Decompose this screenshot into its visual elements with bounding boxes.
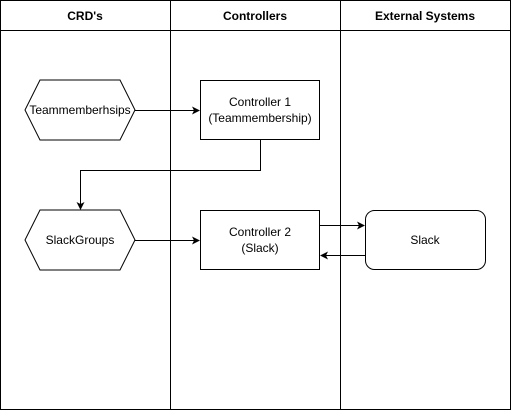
lane-external-systems: External Systems (340, 0, 511, 410)
lane-controllers: Controllers (170, 0, 341, 410)
arrow-controller-1-to-slackgroups (76, 140, 261, 210)
controller-2-title: Controller 2 (229, 225, 291, 239)
controller-2-node[interactable]: Controller 2 (Slack) (200, 210, 320, 270)
controller-2-subtitle: (Slack) (241, 241, 278, 255)
teammemberships-node[interactable]: Teammemberhsips (24, 79, 136, 141)
controller-1-subtitle: (Teammembership) (208, 111, 311, 125)
controller-1-title: Controller 1 (229, 95, 291, 109)
slack-label: Slack (410, 233, 440, 247)
lane-title-external-systems: External Systems (375, 9, 475, 23)
slackgroups-node[interactable]: SlackGroups (24, 209, 136, 271)
controller-1-node[interactable]: Controller 1 (Teammembership) (200, 80, 320, 140)
slackgroups-label: SlackGroups (46, 233, 115, 247)
slack-node[interactable]: Slack (365, 210, 486, 270)
lane-title-controllers: Controllers (223, 9, 287, 23)
lane-crds: CRD's (0, 0, 171, 410)
lane-title-crds: CRD's (67, 9, 103, 23)
teammemberships-label: Teammemberhsips (29, 103, 130, 117)
